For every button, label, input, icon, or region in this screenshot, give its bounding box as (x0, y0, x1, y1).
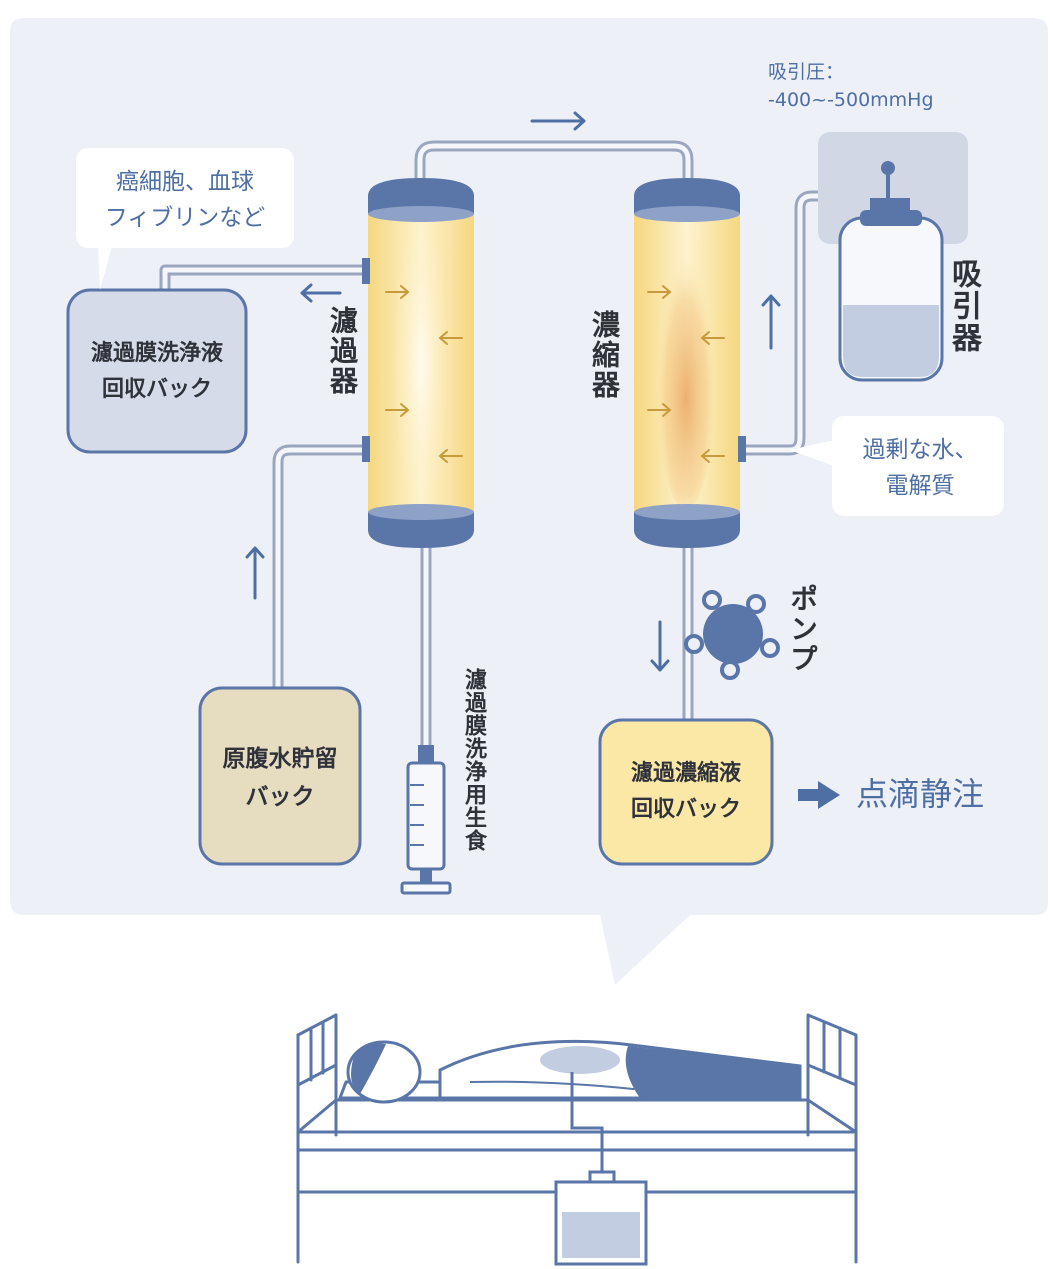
flow-arrows (245, 111, 781, 672)
wash-bag-shape (66, 288, 248, 454)
ascites-bag-shape (198, 686, 362, 866)
suction-pressure-label: 吸引圧： -400~-500mmHg (768, 58, 934, 114)
filter-column (362, 178, 474, 548)
pump-label: ポンプ (786, 584, 819, 674)
concentrate-bag-shape (598, 718, 774, 866)
excess-water-bubble (790, 416, 1004, 516)
suction-pressure-line1: 吸引圧： (768, 61, 845, 83)
suction-bottle-icon (818, 132, 968, 382)
iv-drip-label: 点滴静注 (856, 775, 985, 813)
filter-label: 濾過器 (326, 306, 359, 396)
syringe-icon (400, 745, 452, 895)
drain-bag-icon (554, 1072, 648, 1266)
wash-recovery-bag-label: 濾過膜洗浄液 回収バック (90, 341, 223, 402)
arrow-down-pump (650, 620, 670, 672)
arrow-top-right (530, 111, 586, 131)
arrow-up-ascites (245, 546, 265, 600)
arrow-iv-drip (798, 781, 840, 809)
wash-saline-label: 濾過膜洗浄用生食 (461, 668, 486, 852)
arrow-to-wash-bag (300, 283, 342, 303)
concentrate-bag-label: 濾過濃縮液 回収バック (630, 761, 741, 822)
cancer-cells-note: 癌細胞、血球 フィブリンなど (104, 169, 266, 231)
cancer-cells-bubble (76, 148, 294, 290)
arrow-up-suction (761, 294, 781, 350)
ascites-storage-bag-label: 原腹水貯留 バック (222, 746, 338, 810)
excess-water-note: 過剰な水、 電解質 (862, 437, 978, 499)
patient-figure (337, 1039, 802, 1104)
concentrator-column (634, 178, 746, 548)
concentrator-label: 濃縮器 (588, 310, 621, 400)
suction-pressure-line2: -400~-500mmHg (768, 89, 934, 111)
pump-icon (684, 590, 780, 680)
suction-device-label: 吸引器 (946, 258, 981, 354)
